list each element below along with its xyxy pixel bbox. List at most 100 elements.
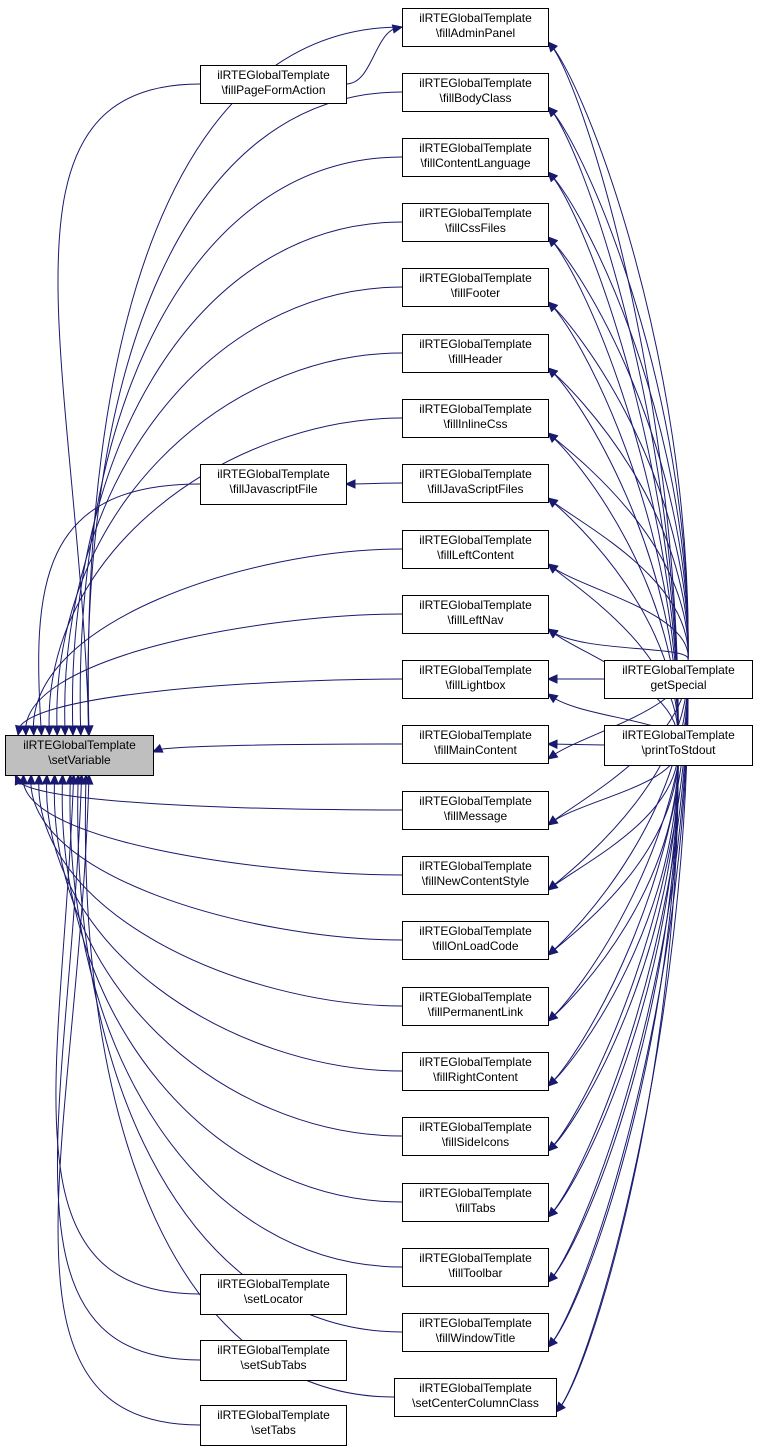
edge-fillMainContent-to-setVariable	[152, 743, 403, 753]
edge-fillLeftContent-to-setVariable	[33, 548, 403, 736]
node-fillLeftContent[interactable]: ilRTEGlobalTemplate\fillLeftContent	[402, 530, 549, 569]
node-label-line2-fillCssFiles: \fillCssFiles	[445, 221, 506, 235]
node-fillLightbox[interactable]: ilRTEGlobalTemplate\fillLightbox	[402, 660, 549, 699]
node-box-fillContentLanguage[interactable]	[402, 138, 549, 177]
node-fillMessage[interactable]: ilRTEGlobalTemplate\fillMessage	[402, 791, 549, 830]
node-box-fillLeftContent[interactable]	[402, 530, 549, 569]
node-box-fillHeader[interactable]	[402, 334, 549, 373]
edge-fillJavascriptFile-to-setVariable	[38, 483, 201, 736]
node-fillWindowTitle[interactable]: ilRTEGlobalTemplate\fillWindowTitle	[402, 1313, 549, 1352]
node-fillJavascriptFile[interactable]: ilRTEGlobalTemplate\fillJavascriptFile	[200, 464, 347, 505]
node-label-line1-fillFooter: ilRTEGlobalTemplate	[419, 271, 532, 285]
node-fillPageFormAction[interactable]: ilRTEGlobalTemplate\fillPageFormAction	[200, 65, 347, 104]
node-fillLeftNav[interactable]: ilRTEGlobalTemplate\fillLeftNav	[402, 595, 549, 634]
node-fillMainContent[interactable]: ilRTEGlobalTemplate\fillMainContent	[402, 725, 549, 764]
node-box-fillPermanentLink[interactable]	[402, 987, 549, 1026]
node-fillNewContentStyle[interactable]: ilRTEGlobalTemplate\fillNewContentStyle	[402, 856, 549, 895]
arrowhead-fillOnLoadCode-to-setVariable	[26, 773, 36, 785]
node-fillToolbar[interactable]: ilRTEGlobalTemplate\fillToolbar	[402, 1248, 549, 1287]
node-setSubTabs[interactable]: ilRTEGlobalTemplate\setSubTabs	[200, 1340, 347, 1381]
node-label-line1-fillToolbar: ilRTEGlobalTemplate	[419, 1251, 532, 1265]
edge-fillOnLoadCode-to-setVariable	[30, 774, 403, 941]
arrowhead-printToStdout-to-fillLightbox	[546, 693, 559, 704]
arrowhead-getSpecial-to-fillLightbox	[546, 674, 558, 684]
node-box-fillJavascriptFile[interactable]	[200, 464, 347, 505]
node-setVariable[interactable]: ilRTEGlobalTemplate\setVariable	[5, 735, 154, 776]
node-box-setCenterColumnClass[interactable]	[394, 1378, 557, 1417]
arrowhead-printToStdout-to-fillRightContent	[547, 1076, 559, 1087]
node-box-fillMessage[interactable]	[402, 791, 549, 830]
edge-fillNewContentStyle-to-setVariable	[22, 774, 403, 876]
node-box-setTabs[interactable]	[200, 1405, 347, 1446]
arrowhead-fillPermanentLink-to-setVariable	[33, 773, 44, 785]
edge-printToStdout-to-fillRightContent	[547, 744, 679, 1087]
node-label-line1-fillBodyClass: ilRTEGlobalTemplate	[419, 76, 532, 90]
node-label-line2-setCenterColumnClass: \setCenterColumnClass	[412, 1396, 539, 1410]
node-setLocator[interactable]: ilRTEGlobalTemplate\setLocator	[200, 1274, 347, 1315]
arrowhead-fillFooter-to-setVariable	[60, 725, 70, 737]
node-setTabs[interactable]: ilRTEGlobalTemplate\setTabs	[200, 1405, 347, 1446]
arrowhead-fillLeftContent-to-setVariable	[28, 725, 39, 737]
node-box-fillInlineCss[interactable]	[402, 399, 549, 438]
node-box-fillSideIcons[interactable]	[402, 1117, 549, 1156]
node-box-setSubTabs[interactable]	[200, 1340, 347, 1381]
node-label-line1-setTabs: ilRTEGlobalTemplate	[217, 1408, 330, 1422]
node-fillBodyClass[interactable]: ilRTEGlobalTemplate\fillBodyClass	[402, 73, 549, 112]
node-box-fillMainContent[interactable]	[402, 725, 549, 764]
node-fillContentLanguage[interactable]: ilRTEGlobalTemplate\fillContentLanguage	[402, 138, 549, 177]
node-label-line2-fillToolbar: \fillToolbar	[448, 1266, 502, 1280]
arrowhead-setLocator-to-setVariable	[68, 773, 79, 785]
node-fillInlineCss[interactable]: ilRTEGlobalTemplate\fillInlineCss	[402, 399, 549, 438]
edge-printToStdout-to-fillOnLoadCode	[547, 744, 679, 956]
node-label-line2-fillInlineCss: \fillInlineCss	[443, 417, 507, 431]
arrowhead-printToStdout-to-fillContentLanguage	[547, 171, 558, 183]
edge-printToStdout-to-fillCssFiles	[547, 236, 679, 746]
edge-getSpecial-to-fillLeftContent	[547, 563, 689, 661]
node-box-fillFooter[interactable]	[402, 268, 549, 307]
edge-getSpecial-to-fillWindowTitle	[547, 659, 689, 1348]
node-box-fillNewContentStyle[interactable]	[402, 856, 549, 895]
node-fillAdminPanel[interactable]: ilRTEGlobalTemplate\fillAdminPanel	[402, 8, 549, 47]
node-setCenterColumnClass[interactable]: ilRTEGlobalTemplate\setCenterColumnClass	[394, 1378, 557, 1417]
node-box-fillJavaScriptFiles[interactable]	[402, 464, 549, 503]
node-box-setVariable[interactable]	[5, 735, 154, 776]
node-fillTabs[interactable]: ilRTEGlobalTemplate\fillTabs	[402, 1183, 549, 1222]
node-label-line2-fillTabs: \fillTabs	[455, 1201, 495, 1215]
node-box-fillOnLoadCode[interactable]	[402, 921, 549, 960]
node-box-fillWindowTitle[interactable]	[402, 1313, 549, 1352]
node-fillPermanentLink[interactable]: ilRTEGlobalTemplate\fillPermanentLink	[402, 987, 549, 1026]
node-fillFooter[interactable]: ilRTEGlobalTemplate\fillFooter	[402, 268, 549, 307]
arrowhead-printToStdout-to-fillLeftContent	[547, 563, 559, 574]
node-fillSideIcons[interactable]: ilRTEGlobalTemplate\fillSideIcons	[402, 1117, 549, 1156]
node-label-line2-fillOnLoadCode: \fillOnLoadCode	[432, 939, 518, 953]
node-box-fillTabs[interactable]	[402, 1183, 549, 1222]
node-box-setLocator[interactable]	[200, 1274, 347, 1315]
edge-fillHeader-to-setVariable	[56, 352, 403, 736]
arrowhead-printToStdout-to-fillLeftNav	[547, 628, 559, 639]
node-box-fillLightbox[interactable]	[402, 660, 549, 699]
node-box-fillCssFiles[interactable]	[402, 203, 549, 242]
node-box-fillLeftNav[interactable]	[402, 595, 549, 634]
node-label-line1-fillTabs: ilRTEGlobalTemplate	[419, 1186, 532, 1200]
arrowhead-fillBodyClass-to-setVariable	[83, 725, 94, 737]
node-label-line1-fillInlineCss: ilRTEGlobalTemplate	[419, 402, 532, 416]
node-box-printToStdout[interactable]	[604, 725, 753, 766]
node-label-line2-fillNewContentStyle: \fillNewContentStyle	[422, 874, 530, 888]
node-printToStdout[interactable]: ilRTEGlobalTemplate\printToStdout	[604, 725, 753, 766]
edge-getSpecial-to-setCenterColumnClass	[555, 659, 689, 1413]
node-box-fillToolbar[interactable]	[402, 1248, 549, 1287]
node-box-fillAdminPanel[interactable]	[402, 8, 549, 47]
node-fillJavaScriptFiles[interactable]: ilRTEGlobalTemplate\fillJavaScriptFiles	[402, 464, 549, 503]
node-fillCssFiles[interactable]: ilRTEGlobalTemplate\fillCssFiles	[402, 203, 549, 242]
node-box-fillBodyClass[interactable]	[402, 73, 549, 112]
arrowhead-printToStdout-to-fillInlineCss	[547, 432, 559, 443]
node-box-fillPageFormAction[interactable]	[200, 65, 347, 104]
arrowhead-fillPageFormAction-to-fillAdminPanel	[391, 24, 404, 34]
node-box-fillRightContent[interactable]	[402, 1052, 549, 1091]
node-fillRightContent[interactable]: ilRTEGlobalTemplate\fillRightContent	[402, 1052, 549, 1091]
node-fillOnLoadCode[interactable]: ilRTEGlobalTemplate\fillOnLoadCode	[402, 921, 549, 960]
edge-fillFooter-to-setVariable	[64, 286, 403, 736]
node-fillHeader[interactable]: ilRTEGlobalTemplate\fillHeader	[402, 334, 549, 373]
node-box-getSpecial[interactable]	[604, 660, 753, 699]
